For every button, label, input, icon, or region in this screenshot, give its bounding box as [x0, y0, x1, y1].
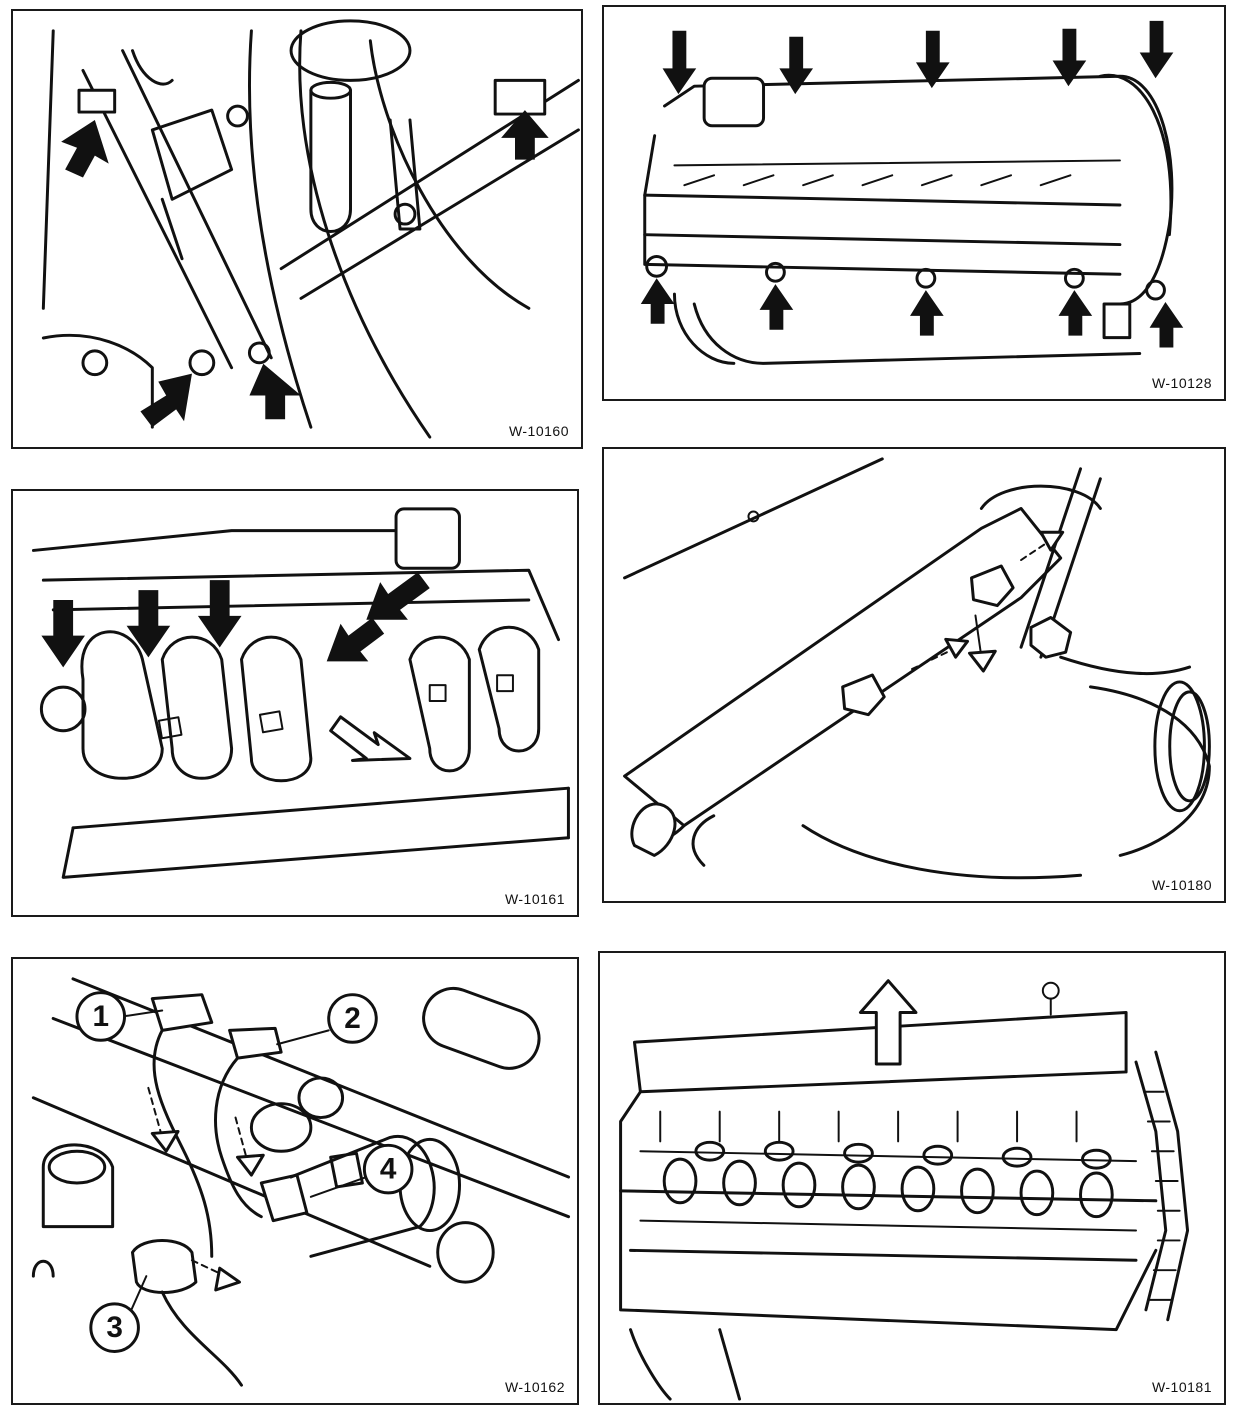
intake-manifold-illustration — [31, 507, 570, 879]
sensor-connectors-illustration: 1 2 3 4 — [31, 977, 571, 1387]
cam-cover-bolt-illustration — [640, 20, 1184, 365]
figure-w-10180: W-10180 — [602, 447, 1226, 903]
figure-w-10162: 1 2 3 4 W-10162 — [11, 957, 579, 1405]
figure-code: W-10180 — [1151, 877, 1212, 893]
figure-code: W-10161 — [504, 891, 565, 907]
svg-text:4: 4 — [380, 1153, 397, 1186]
figure-code: W-10160 — [508, 423, 569, 439]
figure-code: W-10162 — [504, 1379, 565, 1395]
figure-w-10160: W-10160 — [11, 9, 583, 449]
svg-text:2: 2 — [344, 1002, 361, 1035]
callout-1: 1 — [75, 991, 127, 1042]
figure-w-10161: W-10161 — [11, 489, 579, 917]
engine-bracket-illustration — [41, 19, 580, 439]
figure-w-10128: W-10128 — [602, 5, 1226, 401]
figure-code: W-10128 — [1151, 375, 1212, 391]
svg-text:3: 3 — [106, 1311, 123, 1344]
callout-4: 4 — [362, 1143, 414, 1195]
hose-connector-illustration — [623, 457, 1211, 880]
figure-w-10181: W-10181 — [598, 951, 1226, 1405]
figure-code: W-10181 — [1151, 1379, 1212, 1395]
camshaft-cover-removal-illustration — [619, 979, 1190, 1401]
callout-3: 3 — [89, 1302, 140, 1353]
callout-2: 2 — [327, 993, 378, 1044]
svg-text:1: 1 — [92, 1000, 109, 1033]
